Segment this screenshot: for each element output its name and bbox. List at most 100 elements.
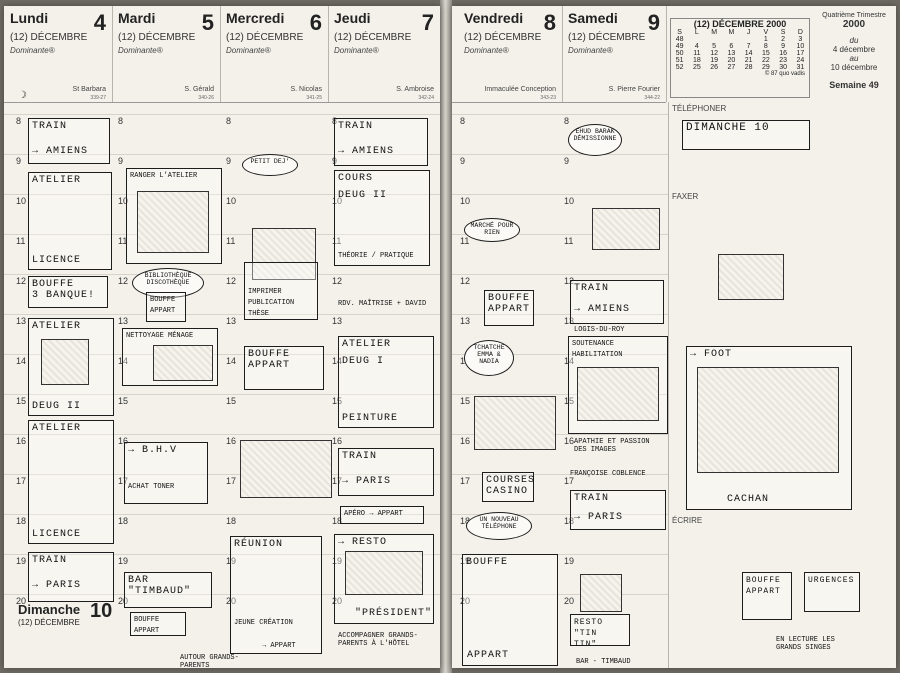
drawing-sketch — [718, 254, 784, 300]
entry-train: TRAIN → AMIENS — [334, 118, 428, 166]
hour-label: 8 — [460, 116, 466, 126]
hour-label: 9 — [460, 156, 466, 166]
day-name: Mercredi — [226, 10, 285, 26]
entry-ranger: RANGER L'ATELIER — [126, 168, 222, 264]
hour-label: 19 — [564, 556, 575, 566]
mini-calendar-day: 30 — [779, 64, 788, 71]
hour-label: 17 — [16, 476, 27, 486]
column-divider — [668, 102, 669, 668]
note-bubble: TCHATCHE EMMA & NADIA — [464, 340, 514, 376]
hour-label: 17 — [460, 476, 471, 486]
entry-resto: RESTO "TIN TIN" — [570, 614, 630, 649]
hour-line — [452, 314, 668, 315]
mini-calendar-day: 16 — [779, 50, 788, 57]
hour-label: 19 — [332, 556, 343, 566]
entry-text: → FOOT — [690, 349, 733, 360]
hour-label: 16 — [564, 436, 575, 446]
mini-calendar-day: 5 — [712, 43, 717, 50]
entry-bouffe: BOUFFE APPART — [244, 346, 324, 390]
mini-calendar-day: 52 — [675, 64, 684, 71]
hour-line — [4, 594, 440, 595]
mini-calendar-day: 28 — [744, 64, 753, 71]
range-du: du — [849, 36, 859, 45]
hour-label: 10 — [16, 196, 27, 206]
entry-text: → AMIENS — [338, 146, 395, 157]
entry-text: COURS — [338, 173, 374, 184]
mini-calendar-day: 15 — [761, 50, 770, 57]
entry-text: LICENCE — [32, 529, 82, 540]
entry-text: TRAIN — [338, 121, 374, 132]
drawing-sketch — [592, 208, 660, 250]
mini-calendar-footnote: © 87 quo vadis — [764, 71, 805, 77]
hour-label: 10 — [226, 196, 237, 206]
entry-text: THÉORIE / PRATIQUE — [338, 252, 414, 260]
hour-label: 9 — [16, 156, 22, 166]
hour-label: 14 — [118, 356, 129, 366]
section-fax: FAXER — [672, 192, 699, 201]
hour-label: 18 — [226, 516, 237, 526]
day-month: (12) DÉCEMBRE — [568, 32, 646, 43]
entry-text: JEUNE CRÉATION — [234, 619, 293, 627]
entry-text: DEUG II — [338, 190, 388, 201]
day-name: Vendredi — [464, 10, 524, 26]
entry-bouffe: BOUFFE APPART — [130, 612, 186, 636]
hour-label: 20 — [226, 596, 237, 606]
hour-label: 15 — [16, 396, 27, 406]
entry-text: → PARIS — [574, 512, 624, 523]
mini-calendar-day: 3 — [798, 36, 803, 43]
hour-label: 17 — [226, 476, 237, 486]
range-from: 4 décembre — [832, 45, 876, 54]
mini-calendar-day: 48 — [675, 36, 684, 43]
entry-bouffe: BOUFFE APPART — [146, 292, 186, 322]
hour-label: 18 — [118, 516, 129, 526]
entry-urgences: URGENCES — [804, 572, 860, 612]
entry-note: EN LECTURE LES GRANDS SINGES — [776, 636, 835, 652]
mini-calendar-day: 24 — [796, 57, 805, 64]
hour-line — [4, 434, 440, 435]
hour-label: 14 — [332, 356, 343, 366]
range-to: 10 décembre — [830, 63, 878, 72]
mini-calendar-day: 23 — [779, 57, 788, 64]
hour-label: 14 — [16, 356, 27, 366]
hour-line — [452, 354, 668, 355]
entry-text: DEUG II — [32, 401, 82, 412]
drawing-sketch — [577, 367, 659, 421]
drawing-sketch — [240, 440, 332, 498]
entry-apero: APÉRO → APPART — [340, 506, 424, 524]
day-saint: St Barbara — [72, 86, 106, 93]
hour-label: 14 — [226, 356, 237, 366]
hour-label: 15 — [226, 396, 237, 406]
day-number: 4 — [93, 10, 106, 35]
hour-label: 16 — [226, 436, 237, 446]
left-page: Lundi 4 (12) DÉCEMBRE Dominante® St Barb… — [4, 6, 440, 668]
note-bubble: EHUD BARAK DÉMISSIONNE — [568, 124, 622, 156]
entry-train: TRAIN→ PARIS — [570, 490, 666, 530]
day-name: Jeudi — [334, 10, 371, 26]
day-dominante: Dominante® — [226, 46, 271, 55]
section-telephone: TÉLÉPHONER — [672, 104, 727, 113]
day-name: Samedi — [568, 10, 618, 26]
week-number: Semaine 49 — [829, 80, 879, 90]
entry-train: TRAIN→ AMIENS — [28, 118, 110, 164]
entry-text: DEUG I — [342, 356, 385, 367]
entry-imprimer: IMPRIMER PUBLICATION THÈSE — [244, 262, 318, 320]
hour-label: 8 — [226, 116, 232, 126]
mini-calendar-day: 20 — [727, 57, 736, 64]
header-divider — [4, 102, 440, 103]
drawing-sketch — [137, 191, 209, 253]
hour-label: 16 — [118, 436, 129, 446]
day-header-mercredi: Mercredi 6 (12) DÉCEMBRE Dominante® S. N… — [220, 6, 329, 102]
day-count: 342-24 — [418, 95, 434, 101]
hour-label: 19 — [460, 556, 471, 566]
day-header-vendredi: Vendredi 8 (12) DÉCEMBRE Dominante® Imma… — [458, 6, 563, 102]
mini-calendar-weekday: V — [763, 29, 769, 36]
drawing-sketch — [345, 551, 423, 595]
hour-line — [4, 354, 440, 355]
mini-calendar-day: 14 — [744, 50, 753, 57]
day-number: 8 — [543, 10, 556, 35]
